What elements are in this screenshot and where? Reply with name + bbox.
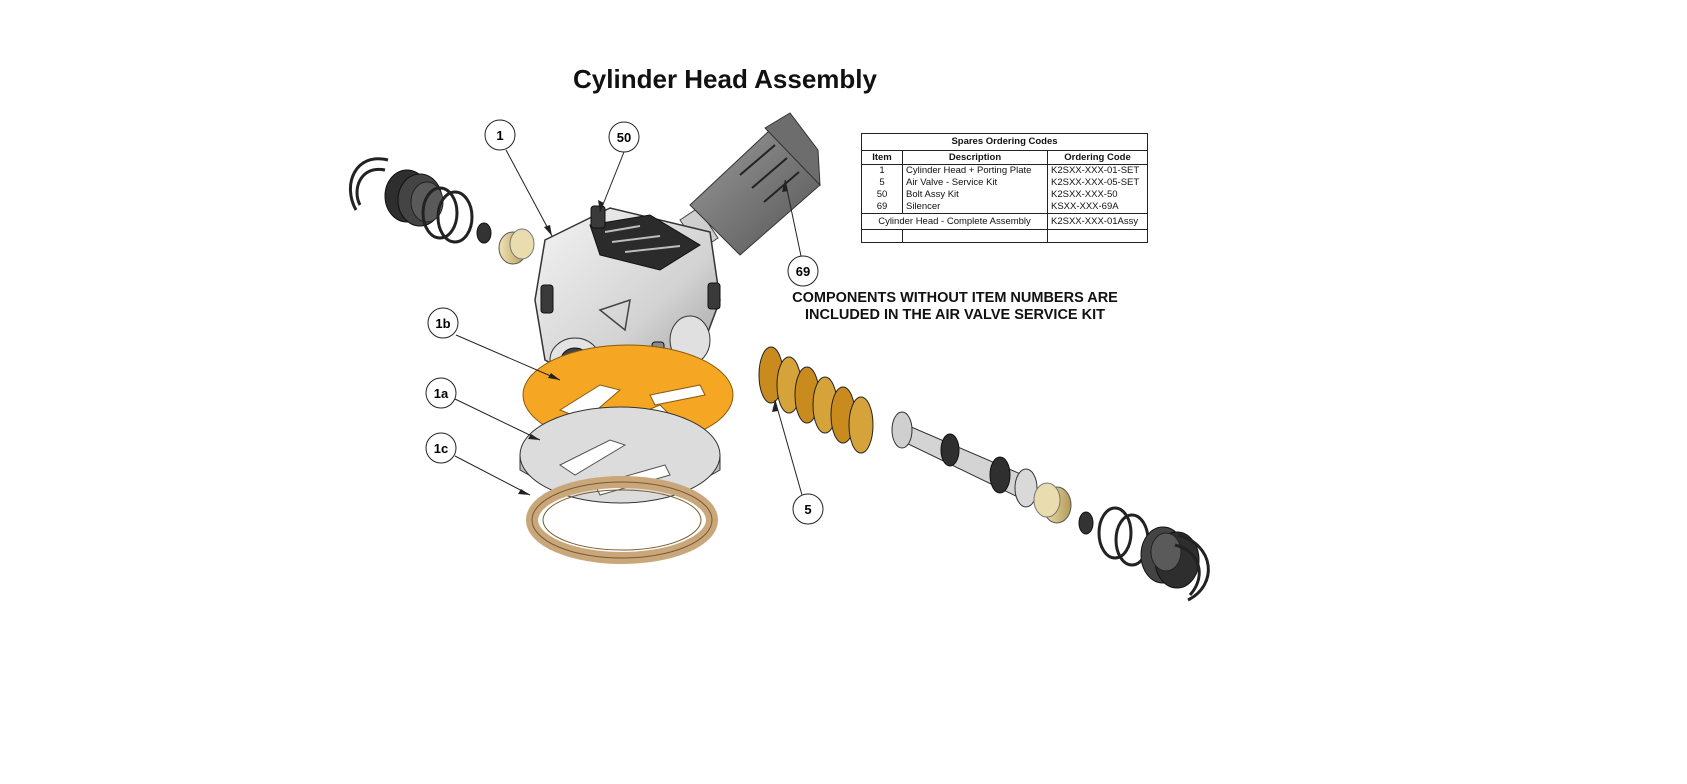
leader-lines <box>454 149 803 496</box>
page-title: Cylinder Head Assembly <box>573 64 877 94</box>
empty-cell <box>1047 229 1148 243</box>
row-code: K2SXX-XXX-01-SET <box>1047 164 1148 177</box>
left-bushing <box>498 228 535 265</box>
balloon-1c-label: 1c <box>434 441 448 456</box>
balloon-1-label: 1 <box>496 128 503 143</box>
right-end-cap <box>1140 526 1200 589</box>
balloon-1b: 1b <box>427 307 459 339</box>
balloon-1: 1 <box>484 119 516 151</box>
left-small-seal <box>476 222 492 244</box>
row-description: Silencer <box>902 201 1048 214</box>
table-row-empty <box>861 229 1148 243</box>
service-kit-note: COMPONENTS WITHOUT ITEM NUMBERS ARE INCL… <box>790 290 1120 324</box>
row-code: KSXX-XXX-69A <box>1047 201 1148 214</box>
copper-gasket <box>526 476 718 564</box>
air-valve-seal-stack <box>758 346 874 454</box>
table-row: 5 Air Valve - Service Kit K2SXX-XXX-05-S… <box>861 177 1148 189</box>
header-ordering-code: Ordering Code <box>1047 150 1148 165</box>
right-small-seal <box>1078 511 1094 535</box>
right-circlip <box>1174 533 1210 602</box>
header-description: Description <box>902 150 1048 165</box>
row-description: Cylinder Head + Porting Plate <box>902 164 1048 177</box>
service-kit-note-line-2: INCLUDED IN THE AIR VALVE SERVICE KIT <box>805 307 1105 323</box>
table-row-complete-assembly: Cylinder Head - Complete Assembly K2SXX-… <box>861 213 1148 230</box>
row-code: K2SXX-XXX-50 <box>1047 189 1148 201</box>
air-valve-spool <box>891 411 1038 508</box>
right-bushing <box>1033 482 1072 524</box>
row-item: 50 <box>861 189 903 201</box>
balloon-50: 50 <box>608 121 640 153</box>
balloon-1c: 1c <box>425 432 457 464</box>
empty-cell <box>902 229 1048 243</box>
table-row: 1 Cylinder Head + Porting Plate K2SXX-XX… <box>861 164 1148 177</box>
table-row: 69 Silencer KSXX-XXX-69A <box>861 201 1148 214</box>
row-description: Cylinder Head - Complete Assembly <box>861 213 1048 230</box>
row-item: 1 <box>861 164 903 177</box>
service-kit-note-line-1: COMPONENTS WITHOUT ITEM NUMBERS ARE <box>792 290 1118 306</box>
leader-arrowheads <box>518 180 788 495</box>
spares-table-caption: Spares Ordering Codes <box>861 133 1148 151</box>
spares-ordering-table: Spares Ordering Codes Item Description O… <box>861 133 1148 243</box>
balloon-69-label: 69 <box>796 264 810 279</box>
row-item: 5 <box>861 177 903 189</box>
empty-cell <box>861 229 903 243</box>
table-row: 50 Bolt Assy Kit K2SXX-XXX-50 <box>861 189 1148 201</box>
row-description: Bolt Assy Kit <box>902 189 1048 201</box>
left-end-cap <box>384 169 444 227</box>
left-circlip <box>349 157 389 211</box>
row-code: K2SXX-XXX-05-SET <box>1047 177 1148 189</box>
balloon-5: 5 <box>792 493 824 525</box>
row-item: 69 <box>861 201 903 214</box>
balloon-69: 69 <box>787 255 819 287</box>
header-item: Item <box>861 150 903 165</box>
balloon-50-label: 50 <box>617 130 631 145</box>
balloon-1a-label: 1a <box>434 386 449 401</box>
balloon-1b-label: 1b <box>435 316 450 331</box>
left-o-rings <box>421 186 474 244</box>
row-code: K2SXX-XXX-01Assy <box>1047 213 1148 230</box>
row-description: Air Valve - Service Kit <box>902 177 1048 189</box>
balloon-1a: 1a <box>425 377 457 409</box>
balloon-5-label: 5 <box>804 502 811 517</box>
